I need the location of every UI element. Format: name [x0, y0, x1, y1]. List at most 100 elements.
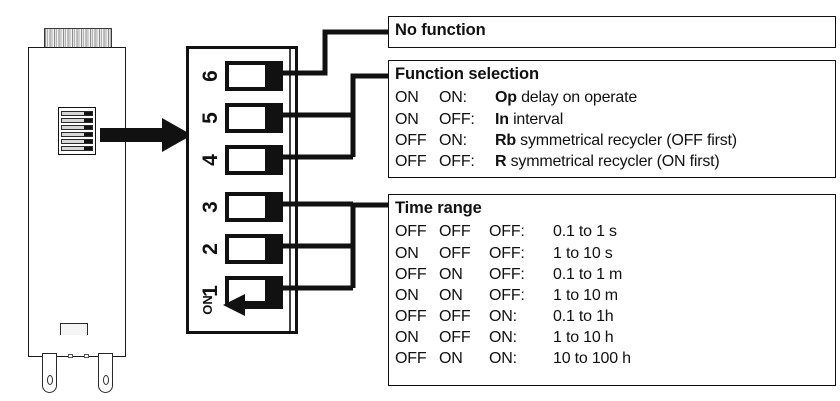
fs-text: delay on operate [516, 89, 638, 107]
dip-switch-5-rocker[interactable] [229, 107, 265, 129]
dip-switch-2-label: 2 [199, 243, 222, 255]
time-range-rows: OFF OFF OFF: 0.1 to 1 s ON OFF OFF: 1 to… [395, 221, 829, 369]
time-range-row: OFF ON ON: 10 to 100 h [395, 348, 829, 369]
fs-col-a: OFF [395, 131, 427, 149]
fs-description: Rb symmetrical recycler (OFF first) [495, 130, 829, 151]
tr-col-c: ON: [489, 307, 517, 325]
time-range-row: ON OFF ON: 1 to 10 h [395, 327, 829, 348]
arrow-left-icon [223, 294, 283, 316]
tr-col-c: OFF: [489, 286, 525, 304]
tr-col-c: OFF: [489, 223, 525, 241]
dip-switch-4-rocker[interactable] [229, 149, 265, 171]
function-selection-rows: ON ON: Op delay on operate ON OFF: In in… [395, 87, 829, 171]
tr-col-a: OFF [395, 350, 427, 368]
mini-dip-row [61, 110, 93, 116]
dip-switch-6-body[interactable] [225, 61, 283, 91]
module-mounting-foot [42, 353, 57, 393]
function-selection-row: ON OFF: In interval [395, 109, 829, 130]
dip-switch-5-label: 5 [199, 112, 222, 124]
tr-col-b: ON [439, 265, 463, 283]
dip-switch-1-rocker[interactable] [229, 280, 265, 302]
fs-text: interval [508, 110, 564, 128]
fs-col-b: OFF: [439, 110, 475, 128]
tr-col-c: ON: [489, 329, 517, 347]
tr-col-a: OFF [395, 307, 427, 325]
module-heatsink-fins [44, 28, 112, 49]
dip-switch-5-body[interactable] [225, 103, 283, 133]
relay-module-illustration [22, 28, 134, 393]
dip-switch-6-label: 6 [199, 70, 222, 82]
time-range-title: Time range [395, 199, 482, 217]
dip-switch-2-rocker[interactable] [229, 238, 265, 260]
dip-switch-block: 6 5 4 3 2 1 ON [186, 46, 298, 334]
function-selection-title: Function selection [395, 65, 539, 83]
fs-code: Rb [495, 131, 516, 149]
fs-col-b: OFF: [439, 152, 475, 170]
dip-switch-3-body[interactable] [225, 192, 283, 222]
mounting-hole [46, 375, 53, 385]
tr-value: 10 to 100 h [553, 350, 631, 368]
tr-value: 0.1 to 1h [553, 307, 614, 325]
arrow-right-icon [100, 118, 192, 152]
tr-col-a: OFF [395, 223, 427, 241]
fs-text: symmetrical recycler (OFF first) [515, 131, 737, 149]
module-body [28, 47, 126, 357]
time-range-row: OFF ON OFF: 0.1 to 1 m [395, 264, 829, 285]
no-function-box: No function [388, 16, 836, 48]
function-selection-row: ON ON: Op delay on operate [395, 87, 829, 108]
mini-dip-row [61, 124, 93, 130]
tr-col-b: OFF [439, 244, 471, 262]
dip-switch-6-rocker[interactable] [229, 65, 265, 87]
fs-col-b: ON: [439, 131, 467, 149]
dip-switch-6[interactable]: 6 [199, 61, 283, 91]
fs-col-a: ON [395, 89, 419, 107]
tr-col-b: OFF [439, 223, 471, 241]
time-range-box: Time range OFF OFF OFF: 0.1 to 1 s ON OF… [388, 194, 836, 386]
tr-col-a: OFF [395, 265, 427, 283]
fs-code: In [495, 110, 509, 128]
fs-col-a: OFF [395, 152, 427, 170]
dip-switch-5[interactable]: 5 [199, 103, 283, 133]
tr-col-c: OFF: [489, 265, 525, 283]
mini-dip-row [61, 146, 93, 152]
function-selection-box: Function selection ON ON: Op delay on op… [388, 60, 836, 178]
mounting-hole [102, 375, 109, 385]
fs-description: In interval [495, 109, 829, 130]
dip-switch-3-label: 3 [199, 201, 222, 213]
mini-dip-row [61, 132, 93, 138]
function-selection-row: OFF OFF: R symmetrical recycler (ON firs… [395, 151, 829, 172]
dip-switch-4[interactable]: 4 [199, 145, 283, 175]
no-function-title: No function [395, 21, 486, 39]
fs-text: symmetrical recycler (ON first) [506, 152, 720, 170]
time-range-row: OFF OFF ON: 0.1 to 1h [395, 306, 829, 327]
tr-value: 1 to 10 m [553, 286, 618, 304]
tr-value: 0.1 to 1 m [553, 265, 623, 283]
fs-code: Op [495, 89, 517, 107]
dip-switch-3-rocker[interactable] [229, 196, 265, 218]
dip-switch-4-label: 4 [199, 154, 222, 166]
tr-col-c: ON: [489, 350, 517, 368]
fs-code: R [495, 152, 507, 170]
module-pin [84, 354, 89, 358]
time-range-row: OFF OFF OFF: 0.1 to 1 s [395, 221, 829, 242]
function-selection-row: OFF ON: Rb symmetrical recycler (OFF fir… [395, 130, 829, 151]
mini-dip-row [61, 117, 93, 123]
tr-value: 0.1 to 1 s [553, 223, 617, 241]
tr-col-a: ON [395, 329, 419, 347]
dip-switch-2-body[interactable] [225, 234, 283, 264]
dip-switch-3[interactable]: 3 [199, 192, 283, 222]
tr-col-b: OFF [439, 329, 471, 347]
time-range-row: ON OFF OFF: 1 to 10 s [395, 243, 829, 264]
module-pin [68, 354, 73, 358]
dip-on-label: ON [199, 295, 215, 315]
fs-col-a: ON [395, 110, 419, 128]
mini-dip-row [61, 139, 93, 145]
fs-description: Op delay on operate [495, 87, 829, 108]
dip-switch-2[interactable]: 2 [199, 234, 283, 264]
module-bottom-tab [60, 323, 88, 335]
dip-switch-4-body[interactable] [225, 145, 283, 175]
tr-col-b: ON [439, 350, 463, 368]
tr-col-b: ON [439, 286, 463, 304]
time-range-row: ON ON OFF: 1 to 10 m [395, 285, 829, 306]
